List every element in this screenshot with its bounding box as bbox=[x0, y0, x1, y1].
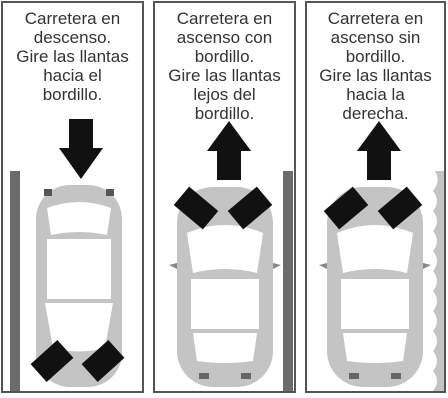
caption-line: descenso. bbox=[33, 28, 112, 47]
windshield bbox=[45, 303, 113, 352]
mirror bbox=[319, 263, 327, 269]
mirror bbox=[423, 263, 431, 269]
windshield bbox=[337, 225, 413, 273]
caption-line: Carretera en bbox=[176, 9, 273, 28]
road-edge bbox=[433, 171, 444, 391]
caption-line: Carretera en bbox=[327, 9, 424, 28]
caption-line: Gire las llantas bbox=[319, 66, 432, 85]
up-arrow-icon bbox=[207, 121, 251, 180]
light bbox=[106, 189, 114, 196]
caption-line: lejos del bbox=[193, 85, 256, 104]
front-tire-right bbox=[227, 186, 273, 230]
panel-illustration bbox=[169, 121, 293, 391]
rear-window bbox=[343, 333, 407, 363]
roof bbox=[191, 279, 259, 329]
roof bbox=[47, 239, 111, 299]
panel-illustration bbox=[319, 121, 444, 391]
caption-line: ascenso sin bbox=[330, 28, 421, 47]
car-top-view bbox=[36, 185, 122, 387]
front-tire-right bbox=[81, 340, 125, 382]
panel-downhill-curb: Carretera en descenso. Gire las llantas … bbox=[1, 1, 144, 393]
windshield bbox=[187, 225, 263, 273]
caption-line: Carretera en bbox=[24, 9, 121, 28]
light bbox=[199, 373, 209, 379]
panel-caption: Carretera en ascenso sin bordillo. Gire … bbox=[307, 9, 444, 123]
light bbox=[391, 373, 401, 379]
curb bbox=[283, 171, 293, 391]
panel-uphill-curb: Carretera en ascenso con bordillo. Gire … bbox=[153, 1, 296, 393]
panel-caption: Carretera en descenso. Gire las llantas … bbox=[3, 9, 142, 104]
rear-window bbox=[47, 202, 111, 235]
rear-window bbox=[193, 333, 257, 363]
caption-line: hacia el bbox=[43, 66, 102, 85]
front-tire-left bbox=[323, 186, 369, 230]
caption-line: Gire las llantas bbox=[168, 66, 281, 85]
front-tire-right bbox=[377, 186, 423, 230]
panel-illustration bbox=[10, 119, 125, 391]
front-tire-left bbox=[30, 340, 74, 382]
front-tire-left bbox=[173, 186, 219, 230]
car-top-view bbox=[319, 187, 431, 387]
light bbox=[349, 373, 359, 379]
caption-line: bordillo. bbox=[345, 47, 406, 66]
panel-caption: Carretera en ascenso con bordillo. Gire … bbox=[155, 9, 294, 123]
curb bbox=[10, 171, 20, 391]
mirror bbox=[169, 263, 177, 269]
caption-line: derecha. bbox=[342, 104, 409, 123]
car-top-view bbox=[169, 187, 281, 387]
caption-line: bordillo. bbox=[194, 104, 255, 123]
light bbox=[44, 189, 52, 196]
up-arrow-icon bbox=[357, 121, 401, 180]
light bbox=[241, 373, 251, 379]
down-arrow-icon bbox=[59, 119, 103, 179]
caption-line: hacia la bbox=[346, 85, 405, 104]
panel-uphill-no-curb: Carretera en ascenso sin bordillo. Gire … bbox=[305, 1, 446, 393]
caption-line: bordillo. bbox=[42, 85, 103, 104]
roof bbox=[341, 279, 409, 329]
caption-line: ascenso con bbox=[176, 28, 273, 47]
caption-line: Gire las llantas bbox=[16, 47, 129, 66]
caption-line: bordillo. bbox=[194, 47, 255, 66]
mirror bbox=[273, 263, 281, 269]
